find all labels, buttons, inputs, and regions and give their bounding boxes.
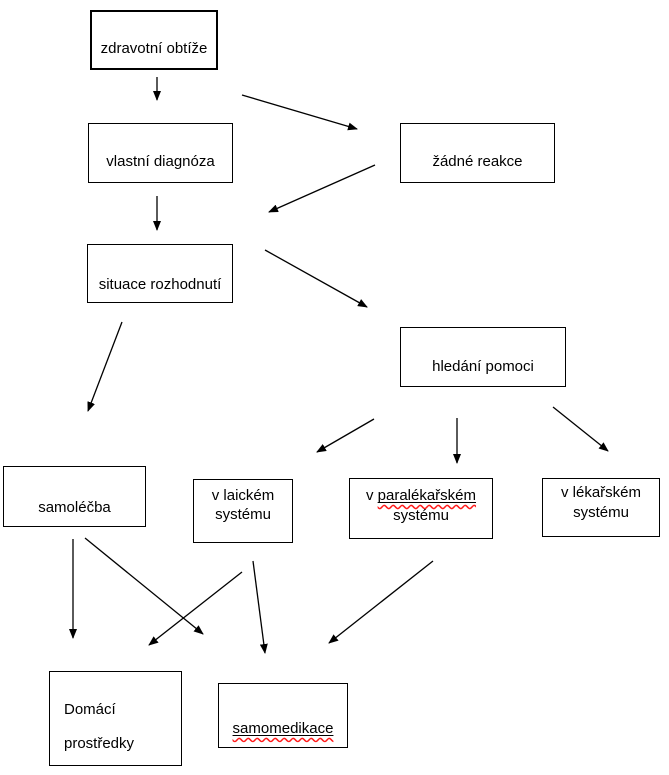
arrow-self-treatment-to-self-medication xyxy=(84,537,204,635)
arrow-seeking-help-to-medical-system xyxy=(552,406,609,452)
arrow-decision-situation-to-seeking-help xyxy=(264,249,368,308)
node-label: Domácí prostředky xyxy=(64,701,135,752)
node-medical-system: v lékařském systému xyxy=(542,478,660,537)
node-label: v paralékařském systému xyxy=(365,487,477,524)
arrow-seeking-help-to-lay-system xyxy=(316,418,375,453)
node-label: hledání pomoci xyxy=(432,358,534,376)
arrow-paramedical-system-to-self-medication xyxy=(328,560,434,644)
node-health-problems: zdravotní obtíže xyxy=(90,10,218,70)
node-label: v laickém systému xyxy=(211,486,275,524)
node-lay-system: v laickém systému xyxy=(193,479,293,543)
node-label: žádné reakce xyxy=(432,153,523,171)
node-home-remedies: Domácí prostředky xyxy=(49,671,182,766)
node-no-reaction: žádné reakce xyxy=(400,123,555,183)
spellcheck-underline: paralékařském xyxy=(377,487,477,504)
node-decision-situation: situace rozhodnutí xyxy=(87,244,233,303)
node-label: situace rozhodnutí xyxy=(98,275,222,293)
arrow-no-reaction-to-decision-situation xyxy=(268,164,376,213)
node-label: zdravotní obtíže xyxy=(100,40,208,58)
spellcheck-underline: samomedikace xyxy=(233,719,334,739)
node-label: vlastní diagnóza xyxy=(106,153,215,171)
node-seeking-help: hledání pomoci xyxy=(400,327,566,387)
arrow-decision-situation-to-self-treatment xyxy=(87,321,123,412)
node-own-diagnosis: vlastní diagnóza xyxy=(88,123,233,183)
arrow-lay-system-to-home-remedies xyxy=(148,571,243,646)
node-self-treatment: samoléčba xyxy=(3,466,146,527)
node-self-medication: samomedikace xyxy=(218,683,348,748)
arrow-health-problems-to-no-reaction xyxy=(241,94,358,131)
node-label: samoléčba xyxy=(38,498,111,516)
node-label: samomedikace xyxy=(232,719,334,737)
node-label: v lékařském systému xyxy=(560,484,642,521)
node-paramedical-system: v paralékařském systému xyxy=(349,478,493,539)
arrow-lay-system-to-self-medication xyxy=(252,560,268,654)
